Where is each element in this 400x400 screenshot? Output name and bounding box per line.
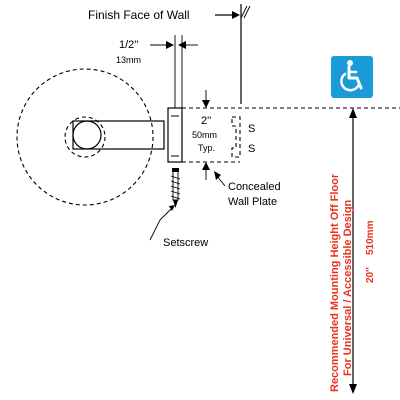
wall-break-mark: [240, 5, 248, 19]
height-arrow-bottom-icon: [349, 384, 357, 394]
wheelchair-accessibility-icon: [331, 56, 373, 98]
dim-2in-arrow-bottom-icon: [202, 162, 210, 170]
screw-label-top: S: [248, 123, 255, 135]
finish-face-arrow-icon: [232, 11, 240, 19]
mounting-bracket: [167, 107, 183, 163]
dim-half-arrow-left-icon: [166, 41, 174, 49]
spindle-arm: [72, 120, 165, 150]
height-20in: 20'': [365, 267, 376, 283]
recommended-height-line1: Recommended Mounting Height Off Floor: [329, 173, 341, 392]
setscrew-leader: [149, 207, 173, 241]
finish-face-label: Finish Face of Wall: [88, 8, 190, 22]
concealed-wall-plate: [231, 116, 241, 158]
dim-typ: Typ.: [198, 143, 215, 153]
dim-2in-arrow-top-icon: [202, 100, 210, 108]
concealed-label-line1: Concealed: [228, 181, 281, 193]
roll-core-outline: [64, 116, 106, 158]
dim-half-inch: 1/2'': [119, 39, 139, 51]
setscrew-arrow-icon: [169, 205, 175, 211]
dim-13mm: 13mm: [116, 55, 141, 65]
dim-50mm: 50mm: [192, 130, 217, 140]
setscrew-label: Setscrew: [163, 237, 208, 249]
bracket-detail: [171, 115, 179, 157]
height-510mm: 510mm: [365, 220, 376, 255]
toilet-roll-outline: [16, 68, 154, 206]
spindle-end: [72, 120, 102, 150]
height-arrow-top-icon: [349, 108, 357, 118]
concealed-label-line2: Wall Plate: [228, 196, 277, 208]
screw-label-bottom: S: [248, 143, 255, 155]
dim-2in: 2'': [201, 115, 211, 127]
concealed-arrow-icon: [214, 171, 221, 180]
setscrew-icon: [170, 168, 181, 208]
wall-break-mark-2: [243, 5, 251, 19]
recommended-height-line2: For Universal / Accessible Design: [342, 199, 354, 376]
